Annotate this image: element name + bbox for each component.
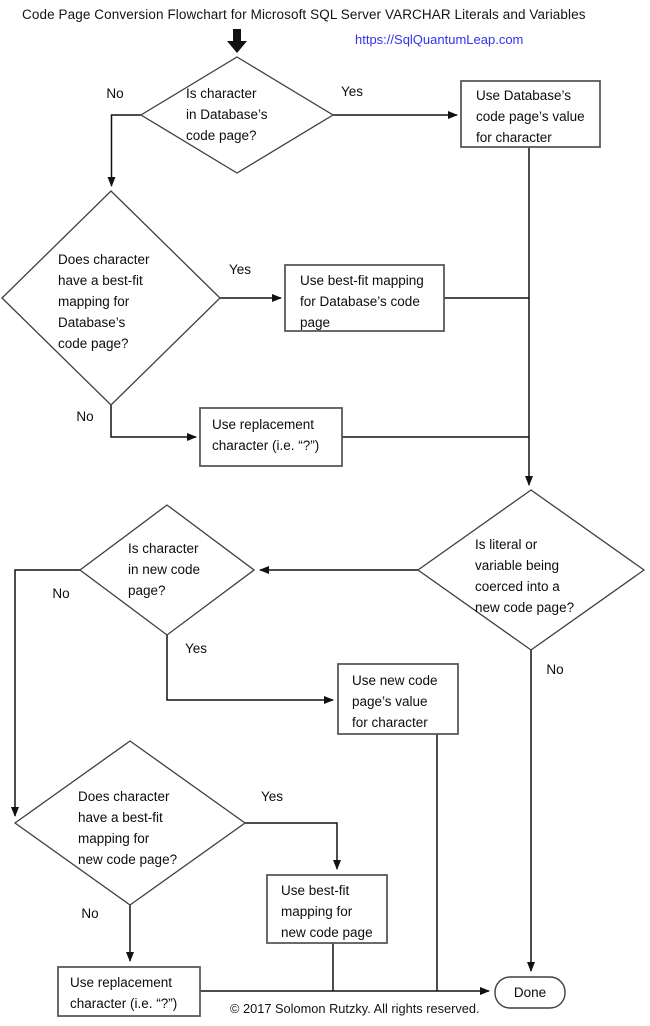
terminator-done-label: Done	[513, 985, 547, 1000]
process-use-replacement-2-label: Use replacement character (i.e. “?”)	[70, 975, 178, 1011]
edge-label-d2-no: No	[76, 409, 94, 424]
edge-label-d1-yes: Yes	[340, 84, 364, 99]
decision-best-fit-db-label: Does character have a best-fit mapping f…	[58, 252, 150, 351]
connector-d1-no	[107, 114, 141, 187]
site-link[interactable]: https://SqlQuantumLeap.com	[355, 32, 524, 47]
connector-d5-yes	[245, 822, 341, 870]
process-use-new-value-label: Use new code page’s value for character	[352, 673, 438, 730]
edge-label-d5-yes: Yes	[260, 789, 284, 804]
process-use-best-fit-db-shape	[284, 264, 445, 332]
decision-char-in-new-code-page-shape	[78, 504, 256, 636]
process-use-best-fit-new-shape	[266, 874, 388, 944]
connector-d4-yes	[166, 635, 334, 704]
process-use-best-fit-db-label: Use best-fit mapping for Database’s code…	[300, 273, 424, 330]
process-use-replacement-1-shape	[199, 407, 343, 467]
process-use-new-value-shape	[337, 663, 459, 735]
page-title: Code Page Conversion Flowchart for Micro…	[22, 7, 586, 22]
edge-label-d4-no: No	[52, 586, 70, 601]
decision-coerced-new-code-page-shape	[416, 489, 646, 651]
process-use-replacement-1-label: Use replacement character (i.e. “?”)	[212, 417, 320, 453]
decision-best-fit-new-shape	[13, 740, 247, 906]
decision-char-in-db-code-page-shape	[139, 56, 335, 174]
process-use-db-value-shape	[460, 80, 601, 148]
process-use-replacement-2-shape	[57, 966, 201, 1017]
edge-label-d2-yes: Yes	[228, 262, 252, 277]
decision-best-fit-db-shape	[1, 190, 221, 406]
edge-label-d5-no: No	[81, 906, 99, 921]
edge-label-d1-no: No	[106, 86, 124, 101]
start-arrow-icon	[227, 29, 247, 53]
edge-label-d3-no: No	[546, 662, 564, 677]
decision-char-in-db-code-page-label: Is character in Database’s code page?	[186, 86, 268, 143]
decision-best-fit-new-label: Does character have a best-fit mapping f…	[78, 789, 178, 867]
process-use-db-value-label: Use Database’s code page’s value for cha…	[476, 88, 585, 145]
copyright-text: © 2017 Solomon Rutzky. All rights reserv…	[230, 1001, 480, 1016]
process-use-best-fit-new-label: Use best-fit mapping for new code page	[281, 883, 373, 940]
decision-coerced-new-code-page-label: Is literal or variable being coerced int…	[475, 537, 575, 615]
connector-d2-no	[110, 405, 197, 441]
terminator-done-shape	[494, 976, 566, 1009]
decision-char-in-new-code-page-label: Is character in new code page?	[128, 541, 201, 598]
edge-label-d4-yes: Yes	[184, 641, 208, 656]
connector-d4-no	[11, 569, 80, 817]
